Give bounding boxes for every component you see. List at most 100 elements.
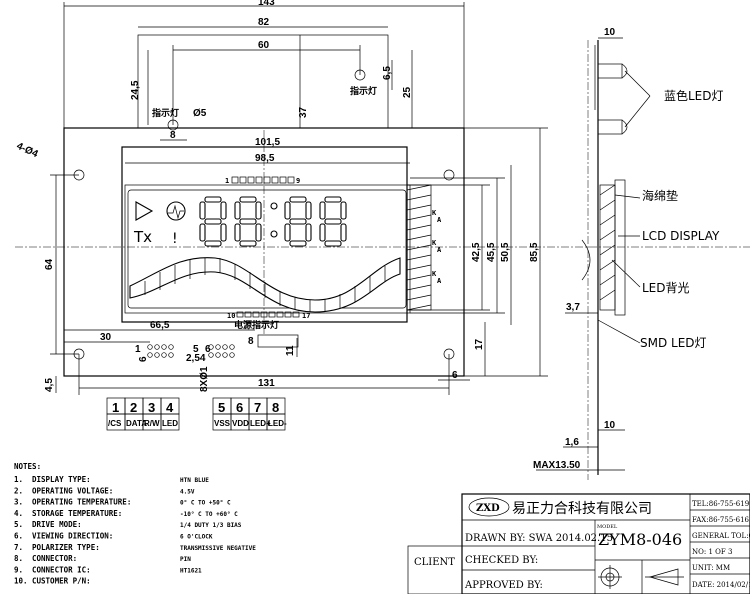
pin-name: VSS: [214, 419, 231, 428]
dim-50-5: 50,5: [500, 242, 511, 262]
note-number: 5.: [14, 520, 23, 529]
company-logo: ZXD: [476, 503, 500, 514]
note-key: DRIVE MODE:: [32, 520, 82, 529]
dim-11: 11: [285, 345, 296, 356]
note-value: PIN: [180, 556, 191, 563]
pin-name: LED+: [250, 419, 271, 428]
note-number: 7.: [14, 543, 23, 552]
note-key: CUSTOMER P/N:: [32, 577, 91, 586]
dim-143: 143: [258, 0, 275, 8]
indicator-led-label-left: 指示灯: [152, 107, 179, 119]
seven-seg-digit: [319, 196, 347, 247]
pin-9-label: 9: [296, 177, 300, 185]
note-row: 4. STORAGE TEMPERATURE: -10° C TO +60° C: [14, 509, 238, 518]
checked-by: CHECKED BY:: [465, 555, 538, 566]
dim-side-10-top: 10: [604, 27, 616, 38]
lcd-hatch: [406, 184, 432, 311]
led-k1-label: K: [432, 209, 437, 217]
note-row: 5. DRIVE MODE: 1/4 DUTY 1/3 BIAS: [14, 520, 242, 529]
play-icon: [135, 201, 154, 221]
dim-4-holes: 4-Ø4: [15, 141, 40, 161]
note-number: 2.: [14, 486, 23, 495]
note-row: 9.CONNECTOR IC:HT1621: [14, 565, 202, 574]
label-lcd-display: LCD DISPLAY: [642, 229, 720, 243]
note-number: 10.: [14, 577, 28, 586]
pin-number: 1: [112, 400, 119, 415]
led-a2-label: A: [437, 246, 442, 254]
note-row: 7. POLARIZER TYPE: TRANSMISSIVE NEGATIVE: [14, 543, 256, 552]
note-value: 1/4 DUTY 1/3 BIAS: [180, 522, 242, 529]
lcd-bottom-pins: [236, 311, 300, 318]
dim-82: 82: [258, 17, 270, 28]
note-number: 4.: [14, 509, 23, 518]
note-key: CONNECTOR:: [32, 554, 77, 563]
led-k3-label: K: [432, 270, 437, 278]
note-number: 9.: [14, 565, 23, 574]
note-row: 3.OPERATING TEMPERATURE:0° C TO +50° C: [14, 498, 231, 507]
note-row: 8.CONNECTOR:PIN: [14, 554, 191, 563]
approved-by: APPROVED BY:: [464, 580, 543, 591]
top-bracket: [137, 34, 389, 129]
note-value: TRANSMISSIVE NEGATIVE: [180, 545, 256, 552]
dim-dia5: Ø5: [193, 108, 207, 119]
dim-6-5: 6,5: [382, 66, 393, 80]
sheet-number: NO: 1 OF 3: [692, 548, 732, 556]
note-key: POLARIZER TYPE:: [32, 543, 100, 552]
pin-name: LED-: [268, 419, 287, 428]
dim-25: 25: [402, 86, 413, 98]
title-block: [407, 493, 750, 594]
pin-name: DATA: [126, 419, 147, 428]
dim-side-10-bottom: 10: [604, 420, 616, 431]
dim-37: 37: [298, 106, 309, 118]
dim-131: 131: [258, 378, 275, 389]
note-value: 6 O'CLOCK: [180, 534, 213, 541]
alert-icon: !: [172, 231, 178, 247]
tx-icon: Tx: [133, 228, 152, 246]
tel: TEL:86-755-6193: [692, 500, 750, 508]
lcd-top-pins: [231, 176, 295, 184]
power-indicator-label: 电源指示灯: [234, 319, 279, 331]
dim-101-5: 101,5: [255, 137, 280, 148]
dim-8x-dia1: 8XØ1: [199, 366, 210, 392]
dim-4-5: 4,5: [44, 378, 55, 392]
note-key: STORAGE TEMPERATURE:: [32, 509, 122, 518]
colon-dot-top: [270, 202, 278, 210]
dim-1-6: 1,6: [565, 437, 579, 448]
pin-number: 5: [218, 400, 225, 415]
note-number: 1.: [14, 475, 23, 484]
pin-number: 3: [148, 400, 155, 415]
connector-pin-holes: [147, 334, 299, 358]
pin-number: 6: [236, 400, 243, 415]
pin-name: R/W: [144, 419, 160, 428]
lcd-viewing-area: [124, 184, 411, 314]
note-value: HTN BLUE: [180, 477, 209, 484]
dim-8b: 8: [248, 336, 254, 347]
indicator-led-label-right: 指示灯: [350, 85, 377, 97]
tolerance: GENERAL TOL:0.20: [692, 532, 750, 540]
dim-64: 64: [44, 258, 55, 270]
wave-bargraph: [129, 257, 401, 313]
unit: UNIT: MM: [692, 564, 730, 572]
note-value: -10° C TO +60° C: [180, 511, 238, 518]
dim-max-thickness: MAX13.50: [533, 460, 581, 471]
dim-6a: 6: [138, 356, 149, 362]
dim-8: 8: [170, 130, 176, 141]
note-key: DISPLAY TYPE:: [32, 475, 91, 484]
lcd-active-area: [127, 189, 407, 309]
colon-dot-bottom: [270, 230, 278, 238]
pin-17-label: 17: [302, 312, 310, 320]
date: DATE: 2014/02/1: [692, 581, 750, 589]
pin-cell: 3R/W: [142, 397, 162, 431]
seven-seg-digit: [234, 196, 262, 247]
notes-title: NOTES:: [14, 462, 41, 471]
client: CLIENT: [414, 557, 455, 568]
dim-3-7: 3,7: [566, 302, 580, 313]
note-row: 6.VIEWING DIRECTION:6 O'CLOCK: [14, 532, 213, 541]
seven-seg-digit: [199, 196, 227, 247]
seven-seg-digit: [284, 196, 312, 247]
pin-number: 4: [166, 400, 174, 415]
side-view: [536, 37, 651, 480]
